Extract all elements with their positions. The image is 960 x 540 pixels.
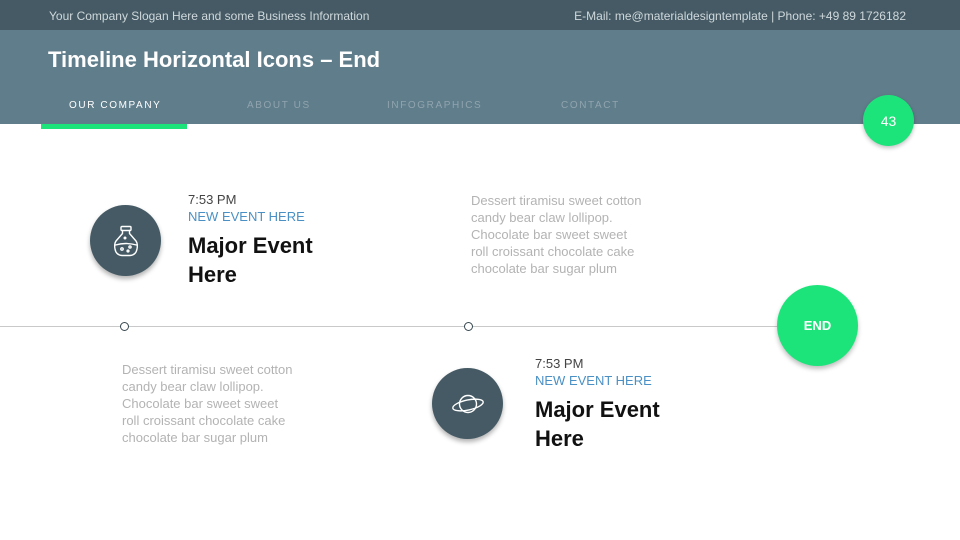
timeline-line xyxy=(0,326,790,327)
event-title-line: Here xyxy=(188,262,237,287)
end-marker: END xyxy=(777,285,858,366)
nav-about-us[interactable]: ABOUT US xyxy=(247,100,311,111)
description-line: roll croissant chocolate cake xyxy=(122,413,286,428)
event-time: 7:53 PM xyxy=(188,192,237,207)
page-title: Timeline Horizontal Icons – End xyxy=(48,47,381,72)
event-time: 7:53 PM xyxy=(535,356,584,371)
event-title-line: Major Event xyxy=(188,233,313,258)
top-bar: Your Company Slogan Here and some Busine… xyxy=(0,0,960,30)
description-line: candy bear claw lollipop. xyxy=(122,379,264,394)
event-title-line: Here xyxy=(535,426,584,451)
description-line: Dessert tiramisu sweet cotton xyxy=(122,362,293,377)
nav-contact[interactable]: CONTACT xyxy=(561,100,620,111)
description-line: candy bear claw lollipop. xyxy=(471,210,613,225)
description-line: Chocolate bar sweet sweet xyxy=(122,396,279,411)
event-subtitle: NEW EVENT HERE xyxy=(535,373,652,388)
event-icon-circle xyxy=(432,368,503,439)
description-line: chocolate bar sugar plum xyxy=(122,430,268,445)
page-number-badge: 43 xyxy=(863,95,914,146)
description-line: Chocolate bar sweet sweet xyxy=(471,227,628,242)
event-icon-circle xyxy=(90,205,161,276)
timeline-dot xyxy=(464,322,473,331)
header: Timeline Horizontal Icons – End OUR COMP… xyxy=(0,30,960,124)
description-line: roll croissant chocolate cake xyxy=(471,244,635,259)
event-description: Dessert tiramisu sweet cotton candy bear… xyxy=(122,361,322,446)
event-title-line: Major Event xyxy=(535,397,660,422)
event-title: Major Event Here xyxy=(188,231,348,289)
event-description: Dessert tiramisu sweet cotton candy bear… xyxy=(471,192,671,277)
company-slogan: Your Company Slogan Here and some Busine… xyxy=(49,9,370,23)
timeline-dot xyxy=(120,322,129,331)
nav-our-company[interactable]: OUR COMPANY xyxy=(69,100,162,111)
nav-active-indicator xyxy=(41,124,187,129)
description-line: chocolate bar sugar plum xyxy=(471,261,617,276)
event-subtitle: NEW EVENT HERE xyxy=(188,209,305,224)
description-line: Dessert tiramisu sweet cotton xyxy=(471,193,642,208)
event-title: Major Event Here xyxy=(535,395,695,453)
potion-jar-icon xyxy=(113,225,138,256)
contact-info: E-Mail: me@materialdesigntemplate | Phon… xyxy=(574,9,906,23)
planet-icon xyxy=(451,394,484,413)
nav-infographics[interactable]: INFOGRAPHICS xyxy=(387,100,483,111)
